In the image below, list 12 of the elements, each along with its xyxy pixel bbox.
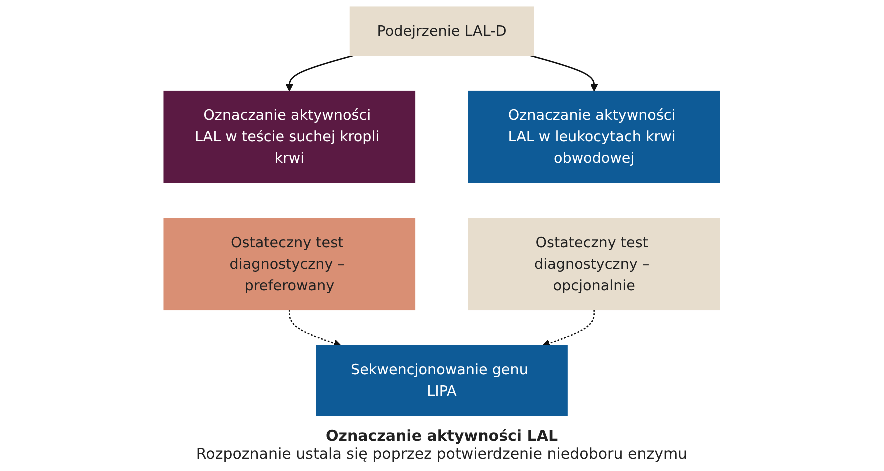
note-text: Rozpoznanie ustala się poprzez potwierdzenie niedoboru enzymu: [196, 445, 688, 463]
node-box: Podejrzenie LAL-D: [350, 6, 534, 56]
node-box: Oznaczanie aktywności LAL w teście suchej kropli krwi: [164, 90, 416, 184]
node-box: Ostateczny test diagnostyczny – preferowany: [164, 218, 416, 311]
node-box: Sekwencjonowanie genu LIPA: [316, 345, 568, 416]
arrow: [542, 310, 596, 348]
note-heading: Oznaczanie aktywności LAL: [324, 427, 560, 445]
arrow: [288, 310, 342, 348]
node-box: Ostateczny test diagnostyczny – opcjonalnie: [468, 218, 720, 311]
node-box: Oznaczanie aktywności LAL w leukocytach krwi obwodowej: [468, 90, 720, 184]
arrow: [529, 54, 598, 92]
arrow: [286, 54, 355, 92]
